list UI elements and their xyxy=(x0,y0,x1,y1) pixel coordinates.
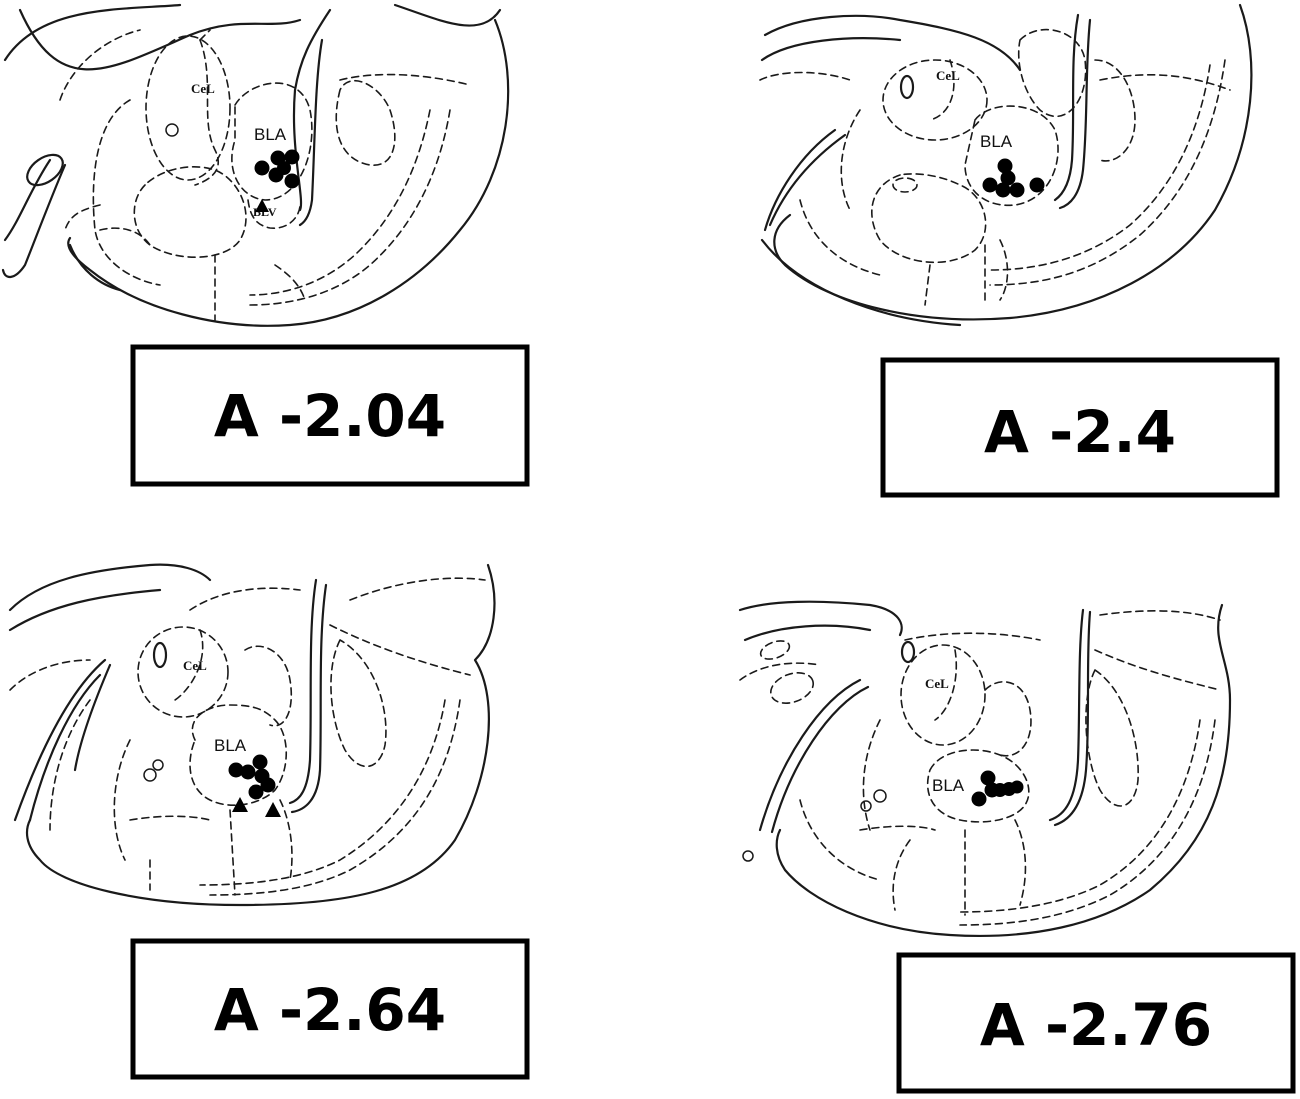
atlas-section-outline xyxy=(760,3,1253,327)
injection-sites xyxy=(228,754,281,817)
injection-sites xyxy=(254,149,300,212)
injection-site-circle xyxy=(260,777,276,793)
region-label-bla: BLA xyxy=(214,736,247,755)
injection-site-triangle xyxy=(232,797,248,812)
panel-a-2-04: CeL BLA BLV A -2.04 xyxy=(1,3,530,487)
injection-site-circle xyxy=(228,762,244,778)
injection-site-circle xyxy=(971,791,987,807)
coordinate-box: A -2.04 xyxy=(130,344,530,487)
coordinate-box: A -2.64 xyxy=(130,938,530,1080)
panel-a-2-76: CeL BLA A -2.76 xyxy=(738,600,1296,1094)
injection-site-circle xyxy=(1029,177,1045,193)
injection-site-circle xyxy=(1010,780,1024,794)
injection-site-circle xyxy=(982,177,998,193)
panel-a-2-64: CeL BLA A -2.64 xyxy=(8,563,530,1080)
injection-sites xyxy=(971,770,1024,807)
coordinate-label: A -2.04 xyxy=(214,382,446,450)
injection-site-circle xyxy=(284,149,300,165)
atlas-section-outline xyxy=(738,600,1232,938)
injection-site-circle xyxy=(254,160,270,176)
injection-site-triangle xyxy=(265,802,281,817)
injection-site-circle xyxy=(248,784,264,800)
atlas-section-boundaries xyxy=(739,610,1221,926)
atlas-section-boundaries xyxy=(59,29,471,321)
injection-site-circle xyxy=(997,158,1013,174)
injection-site-circle xyxy=(980,770,996,786)
injection-sites xyxy=(982,158,1045,198)
region-label-bla: BLA xyxy=(254,125,287,144)
injection-site-circle xyxy=(1009,182,1025,198)
injection-site-circle xyxy=(240,764,256,780)
panel-a-2-4: CeL BLA A -2.4 xyxy=(759,3,1280,498)
atlas-section-outline xyxy=(8,563,496,907)
region-label-cel: CeL xyxy=(925,676,949,691)
injection-site-circle xyxy=(284,173,300,189)
coordinate-label: A -2.4 xyxy=(984,398,1176,466)
injection-site-circle xyxy=(995,182,1011,198)
region-label-bla: BLA xyxy=(980,132,1013,151)
coordinate-box: A -2.76 xyxy=(896,952,1296,1094)
coordinate-label: A -2.76 xyxy=(980,991,1212,1059)
injection-site-circle xyxy=(277,161,291,175)
injection-site-triangle xyxy=(255,199,269,212)
injection-site-circle xyxy=(252,754,268,770)
atlas-section-boundaries xyxy=(9,577,486,896)
atlas-section-boundaries xyxy=(759,28,1231,306)
coordinate-label: A -2.64 xyxy=(214,976,446,1044)
region-label-cel: CeL xyxy=(183,658,207,673)
injection-site-circle xyxy=(1000,170,1016,186)
region-label-cel: CeL xyxy=(936,68,960,83)
coordinate-box: A -2.4 xyxy=(880,357,1280,498)
region-label-bla: BLA xyxy=(932,776,965,795)
region-label-cel: CeL xyxy=(191,81,215,96)
atlas-section-outline xyxy=(1,3,510,327)
